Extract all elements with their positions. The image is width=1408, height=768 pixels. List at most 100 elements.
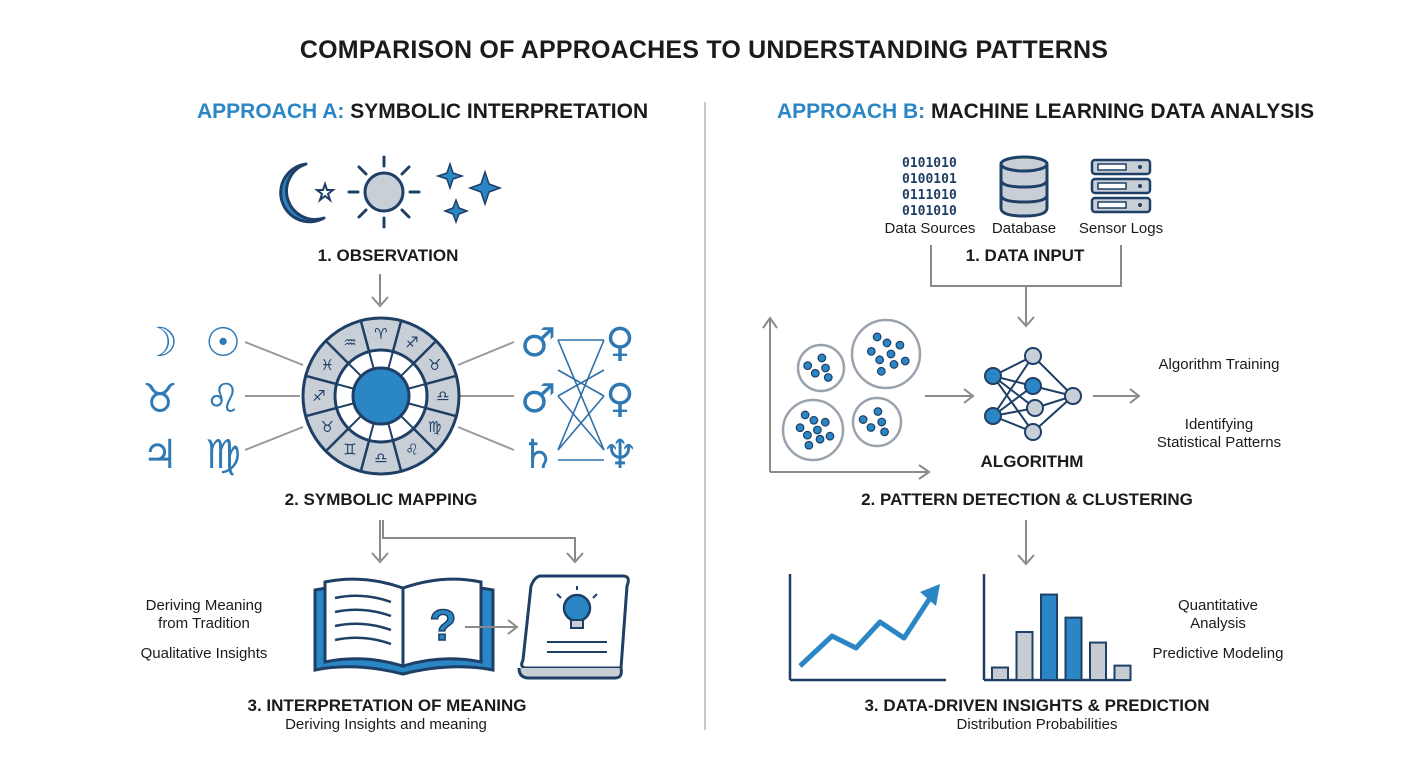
label-sensor-logs: Sensor Logs bbox=[1078, 220, 1164, 237]
cluster-1 bbox=[796, 343, 846, 393]
cluster-point bbox=[815, 434, 825, 444]
server-rack-icon bbox=[1090, 158, 1152, 214]
wheel-sign-glyph: ♉ bbox=[321, 419, 334, 436]
histogram-chart-icon bbox=[982, 574, 1132, 682]
note-qualitative-insights: Qualitative Insights bbox=[140, 645, 268, 662]
approach-b-name: MACHINE LEARNING DATA ANALYSIS bbox=[931, 100, 1315, 123]
database-icon bbox=[999, 155, 1049, 218]
binary-line-4: 0101010 bbox=[902, 204, 957, 219]
arrow-to-insights bbox=[1017, 520, 1035, 566]
cluster-point bbox=[817, 353, 827, 363]
cluster-point bbox=[889, 360, 899, 369]
cluster-point bbox=[866, 423, 876, 432]
cluster-point bbox=[803, 361, 813, 371]
cluster-point bbox=[821, 363, 830, 373]
neural-network-icon bbox=[984, 347, 1082, 441]
cluster-point bbox=[895, 340, 905, 350]
symbolic-mapping-diagram: ☽ ☉ ♉ ♌ ♃ ♍ ♂ ♀ ♂ ♀ ♄ ♆ ♈♐♉♎♍♌♎♊♉♐♓♒ bbox=[142, 274, 638, 564]
wheel-sign-glyph: ♐ bbox=[405, 334, 418, 351]
wheel-sign-glyph: ♒ bbox=[343, 334, 356, 351]
cluster-point bbox=[804, 440, 814, 450]
wheel-sign-glyph: ♍ bbox=[428, 419, 441, 436]
approach-b-step-data-input: 1. DATA INPUT bbox=[965, 246, 1085, 265]
approach-a-step-observation: 1. OBSERVATION bbox=[317, 246, 459, 265]
nn-node bbox=[1026, 399, 1044, 417]
note-algorithm-training: Algorithm Training bbox=[1158, 356, 1280, 373]
histogram-bar bbox=[991, 666, 1009, 681]
approach-a-heading: APPROACH A: SYMBOLIC INTERPRETATION bbox=[197, 100, 648, 124]
approach-b-prefix: APPROACH B: bbox=[777, 100, 926, 123]
wheel-sign-glyph: ♐ bbox=[312, 388, 325, 405]
cluster-point bbox=[876, 366, 886, 376]
cluster-point bbox=[809, 415, 819, 425]
histogram-bar bbox=[1015, 631, 1034, 681]
leo-glyph: ♌ bbox=[205, 376, 241, 422]
cluster-point bbox=[823, 373, 833, 382]
approach-b-heading: APPROACH B: MACHINE LEARNING DATA ANALYS… bbox=[777, 100, 1314, 124]
sun-icon bbox=[347, 155, 421, 229]
algorithm-label: ALGORITHM bbox=[980, 452, 1084, 471]
insight-charts bbox=[788, 574, 1132, 682]
label-database: Database bbox=[991, 220, 1057, 237]
trend-line-chart-icon bbox=[788, 574, 946, 682]
scroll-lightbulb-icon bbox=[517, 574, 630, 680]
approach-a-step3-subtitle: Deriving Insights and meaning bbox=[285, 716, 487, 733]
cluster-point bbox=[877, 417, 887, 427]
cluster-point bbox=[866, 347, 876, 356]
binary-line-3: 0111010 bbox=[902, 188, 957, 203]
nn-node bbox=[984, 407, 1002, 425]
cluster-point bbox=[900, 356, 910, 366]
data-clusters bbox=[781, 318, 922, 462]
approach-a-step-interpretation: 3. INTERPRETATION OF MEANING bbox=[247, 696, 527, 715]
crescent-moon-icon bbox=[279, 162, 326, 224]
wheel-sign-glyph: ♓ bbox=[321, 357, 334, 374]
cluster-point bbox=[886, 349, 896, 359]
binary-line-1: 0101010 bbox=[902, 156, 957, 171]
small-star-icon bbox=[314, 180, 336, 203]
cluster-point bbox=[858, 415, 868, 424]
wheel-sign-glyph: ♈ bbox=[374, 326, 387, 343]
moon-glyph: ☽ bbox=[142, 320, 178, 366]
histogram-bar bbox=[1064, 616, 1083, 681]
cluster-point bbox=[795, 423, 805, 433]
mars-glyph-1: ♂ bbox=[520, 320, 556, 366]
jupiter-glyph: ♃ bbox=[142, 432, 178, 478]
wheel-sign-glyph: ♊ bbox=[343, 442, 356, 459]
cluster-point bbox=[800, 410, 810, 420]
cluster-point bbox=[875, 355, 885, 365]
cluster-axes bbox=[762, 316, 931, 480]
histogram-bar bbox=[1113, 664, 1132, 681]
nn-node bbox=[1024, 423, 1042, 441]
sparkle-stars-icon bbox=[435, 161, 503, 225]
cluster-point bbox=[873, 407, 883, 416]
interpretation-icons: ? bbox=[313, 574, 630, 680]
approach-a-prefix: APPROACH A: bbox=[197, 100, 345, 123]
svg-text:?: ? bbox=[430, 601, 457, 650]
cluster-point bbox=[812, 425, 822, 435]
cluster-point bbox=[810, 368, 820, 378]
sun-glyph: ☉ bbox=[205, 320, 241, 366]
cluster-point bbox=[820, 417, 830, 427]
binary-data-icon: 0101010 0100101 0111010 0101010 bbox=[902, 156, 957, 219]
wheel-sign-glyph: ♌ bbox=[405, 442, 418, 459]
cluster-3 bbox=[781, 398, 845, 462]
zodiac-wheel-icon: ♈♐♉♎♍♌♎♊♉♐♓♒ bbox=[301, 316, 461, 476]
nn-node bbox=[984, 367, 1002, 385]
cluster-2 bbox=[850, 318, 922, 390]
cluster-4 bbox=[851, 396, 903, 448]
histogram-bar bbox=[1040, 593, 1058, 682]
approach-a-step-symbolic-mapping: 2. SYMBOLIC MAPPING bbox=[284, 490, 478, 509]
approach-b-step-pattern-detection: 2. PATTERN DETECTION & CLUSTERING bbox=[861, 490, 1193, 509]
cluster-point bbox=[872, 332, 882, 342]
approach-b-step-insights: 3. DATA-DRIVEN INSIGHTS & PREDICTION bbox=[864, 696, 1210, 715]
cluster-point bbox=[803, 430, 812, 440]
saturn-glyph: ♄ bbox=[520, 432, 556, 478]
nn-node bbox=[1064, 387, 1082, 405]
nn-node bbox=[1024, 347, 1042, 365]
open-book-icon: ? bbox=[313, 577, 495, 676]
approach-b-step3-subtitle: Distribution Probabilities bbox=[956, 716, 1118, 733]
venus-glyph-1: ♀ bbox=[605, 320, 634, 366]
